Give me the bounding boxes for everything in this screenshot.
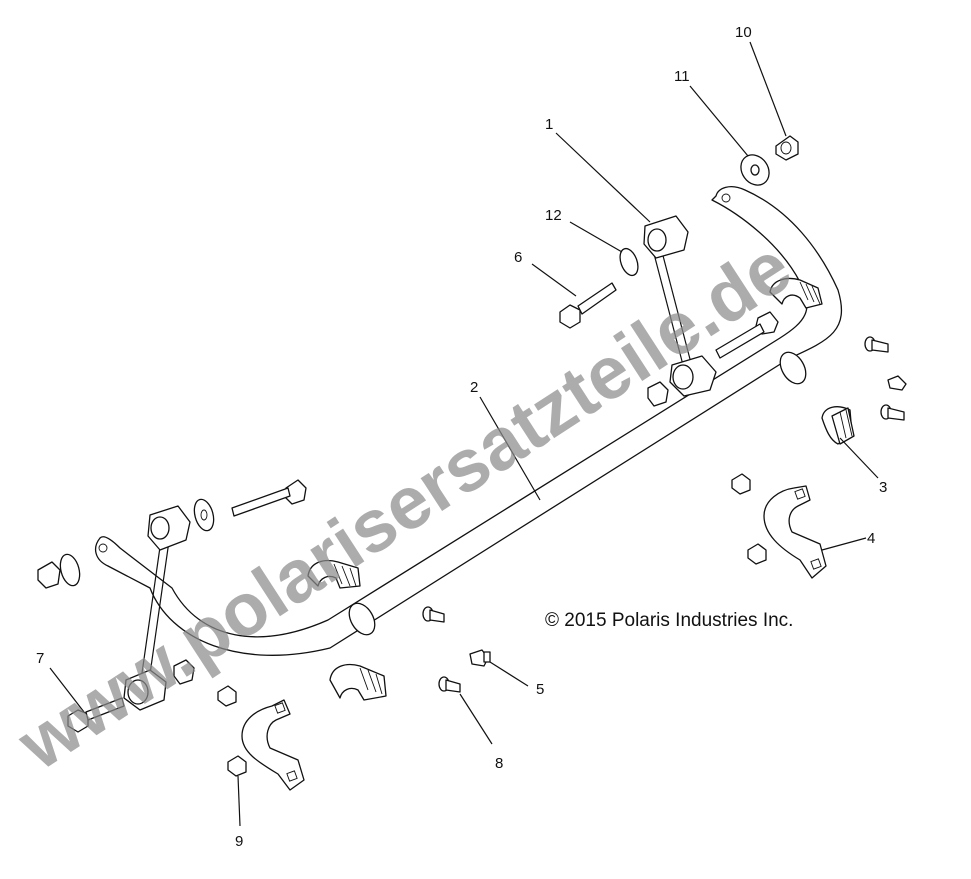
fitting-right — [887, 375, 907, 391]
bushing-part-3 — [821, 406, 855, 445]
washer-left-end — [59, 553, 81, 587]
washer-left-link — [193, 498, 215, 532]
screw-part-8 — [438, 676, 461, 693]
stabilizer-bar — [94, 186, 843, 656]
nut-lower-bracket-4 — [747, 543, 767, 565]
bushing-part-3-upper — [769, 277, 823, 309]
nut-left-bracket-upper — [217, 685, 237, 707]
left-stabilizer-link — [123, 505, 191, 711]
callout-9: 9 — [235, 833, 243, 850]
nut-part-10 — [775, 135, 799, 161]
screw-center — [422, 606, 445, 623]
copyright-notice: © 2015 Polaris Industries Inc. — [545, 610, 793, 631]
callout-5: 5 — [536, 681, 544, 698]
bushing-left-lower — [329, 663, 387, 701]
nut-right-link — [647, 381, 669, 407]
screw-right-upper — [864, 336, 889, 353]
callout-labels: 1 2 3 4 5 6 7 8 9 10 11 12 — [36, 24, 887, 850]
bracket-left — [241, 699, 305, 791]
callout-12: 12 — [545, 207, 562, 224]
callout-11: 11 — [674, 68, 690, 85]
screw-right-lower — [880, 404, 905, 421]
bushing-left-upper — [307, 559, 361, 589]
leader-lines — [49, 41, 879, 827]
callout-3: 3 — [879, 479, 887, 496]
callout-6: 6 — [514, 249, 522, 266]
nut-left-end — [37, 561, 61, 589]
callout-4: 4 — [867, 530, 875, 547]
nut-upper-bracket-4 — [731, 473, 751, 495]
fitting-part-5 — [469, 649, 491, 667]
nut-left-link — [173, 659, 195, 685]
callout-10: 10 — [735, 24, 752, 41]
callout-1: 1 — [545, 116, 553, 133]
watermark-text: www.polarisersatzteile.de — [3, 225, 806, 786]
bolt-left-upper — [231, 479, 307, 517]
bracket-part-4 — [763, 485, 827, 579]
callout-2: 2 — [470, 379, 478, 396]
bolt-upper-right — [715, 311, 779, 359]
bolt-part-7 — [67, 697, 125, 733]
right-stabilizer-link — [643, 215, 717, 397]
nut-part-9 — [227, 755, 247, 777]
callout-7: 7 — [36, 650, 44, 667]
bolt-part-6 — [559, 282, 617, 329]
callout-8: 8 — [495, 755, 503, 772]
washer-part-12 — [619, 247, 639, 277]
washer-part-11 — [740, 154, 770, 186]
